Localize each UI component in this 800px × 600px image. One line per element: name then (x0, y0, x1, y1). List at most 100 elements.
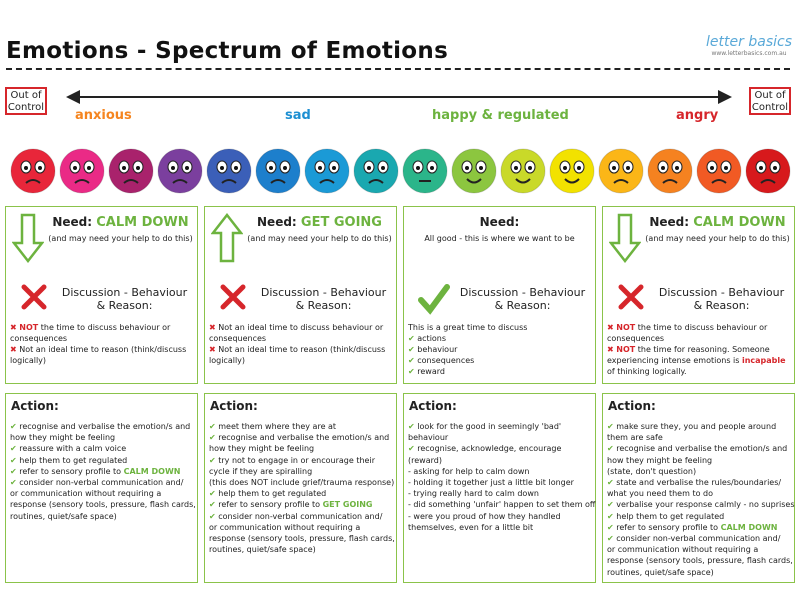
check-icon: ✔ (209, 433, 216, 443)
action-list: ✔ recognise and verbalise the emotion/s … (10, 421, 196, 522)
unhappy-face-icon (255, 148, 301, 194)
action-box-3: Action:✔ look for the good in seemingly … (403, 393, 596, 583)
discussion-line: ✖ NOT the time to discuss behaviour or (10, 323, 171, 332)
action-item: ✔ consider non-verbal communication and/ (10, 478, 184, 488)
action-item: response (sensory tools, pressure, flash… (10, 500, 196, 510)
action-item: response (sensory tools, pressure, flash… (607, 556, 793, 566)
brand-logo: letter basics www.letterbasics.com.au (706, 34, 792, 57)
action-item: ✔ consider non-verbal communication and/ (607, 534, 781, 544)
discussion-lines: This is a great time to discuss✔ actions… (408, 322, 591, 377)
emotion-label-angry: angry (676, 108, 719, 123)
action-item: behaviour (408, 433, 449, 443)
need-subtext: (and may need your help to do this) (247, 234, 392, 243)
cross-icon: ✖ (209, 323, 216, 332)
check-icon: ✔ (408, 345, 415, 354)
smile-face-icon (451, 148, 497, 194)
action-list: ✔ look for the good in seemingly 'bad' be… (408, 421, 596, 533)
need-box-1: Need: CALM DOWN(and may need your help t… (5, 206, 198, 384)
action-item: - were you proud of how they handled (408, 511, 561, 521)
check-icon: ✔ (10, 444, 17, 454)
action-item: ✔ try not to engage in or encourage thei… (209, 455, 375, 465)
check-icon: ✔ (408, 334, 415, 343)
action-item: (state, don't question) (607, 466, 697, 476)
action-item: routines, quiet/safe space) (607, 567, 714, 577)
tongue-face-icon (549, 148, 595, 194)
discussion-line: ✖ NOT the time to discuss behaviour or (607, 323, 768, 332)
check-icon: ✔ (408, 367, 415, 376)
cross-icon (618, 284, 644, 310)
action-item: ✔ refer to sensory profile to GET GOING (209, 500, 373, 510)
discussion-heading: Discussion - Behaviour& Reason: (459, 286, 586, 312)
discussion-lines: ✖ NOT the time to discuss behaviour or co… (10, 322, 193, 366)
action-item: ✔ recognise and verbalise the emotion/s … (607, 444, 788, 454)
discussion-line: ✔ consequences (408, 356, 475, 365)
action-item: ✔ refer to sensory profile to CALM DOWN (10, 466, 181, 476)
discussion-line: experiencing intense emotions is incapab… (607, 356, 786, 365)
check-icon: ✔ (408, 356, 415, 365)
check-icon: ✔ (10, 466, 17, 476)
confused-face-icon (206, 148, 252, 194)
check-icon: ✔ (607, 522, 614, 532)
ooc-right-line2: Control (751, 102, 789, 113)
arrow-down-icon (609, 213, 641, 263)
ooc-left-line2: Control (7, 102, 45, 113)
discussion-line: ✔ behaviour (408, 345, 458, 354)
cross-icon (21, 284, 47, 310)
sad-face-icon (108, 148, 154, 194)
action-item: ✔ make sure they, you and people around (607, 422, 777, 431)
action-item: routines, quiet/safe space) (10, 511, 117, 521)
check-icon: ✔ (607, 511, 614, 521)
discussion-line: logically) (209, 356, 246, 365)
action-box-1: Action:✔ recognise and verbalise the emo… (5, 393, 198, 583)
need-box-3: Need:All good - this is where we want to… (403, 206, 596, 384)
need-heading: Need: CALM DOWN (52, 215, 189, 230)
discussion-line: ✔ reward (408, 367, 445, 376)
arrow-down-icon (12, 213, 44, 263)
check-icon: ✔ (408, 422, 415, 431)
check-icon: ✔ (607, 478, 614, 488)
action-item: ✔ help them to get regulated (209, 489, 327, 499)
discussion-heading: Discussion - Behaviour& Reason: (61, 286, 188, 312)
action-item: (reward) (408, 455, 442, 465)
action-item: how they might be feeling (607, 455, 713, 465)
action-item: ✔ recognise, acknowledge, encourage (408, 444, 562, 454)
action-item: ✔ consider non-verbal communication and/ (209, 511, 383, 521)
arrow-up-icon (211, 213, 243, 263)
frown-face-icon (157, 148, 203, 194)
out-of-control-left: Out of Control (5, 87, 47, 115)
grumpy-face-icon (598, 148, 644, 194)
cross-icon: ✖ (607, 345, 614, 354)
need-subtext: All good - this is where we want to be (424, 234, 575, 243)
action-item: ✔ help them to get regulated (10, 455, 128, 465)
need-keyword: CALM DOWN (693, 215, 786, 230)
neutral-face-icon (402, 148, 448, 194)
cross-icon: ✖ (209, 345, 216, 354)
check-icon (418, 284, 450, 315)
action-item: how they might be feeling (10, 433, 116, 443)
action-item: - did something 'unfair' happen to set t… (408, 500, 596, 510)
emotion-label-happy: happy & regulated (432, 108, 569, 123)
action-item: ✔ look for the good in seemingly 'bad' (408, 422, 562, 431)
sad-face-icon (304, 148, 350, 194)
need-keyword: CALM DOWN (96, 215, 189, 230)
action-heading: Action: (608, 399, 656, 413)
furious-face-icon (745, 148, 791, 194)
crying-face-icon (696, 148, 742, 194)
discussion-line: consequences (10, 334, 68, 343)
need-heading: Need: GET GOING (257, 215, 382, 230)
check-icon: ✔ (209, 500, 216, 510)
check-icon: ✔ (209, 511, 216, 521)
discussion-heading: Discussion - Behaviour& Reason: (658, 286, 785, 312)
brand-url: www.letterbasics.com.au (711, 50, 787, 57)
action-item: or communication without requiring a (10, 489, 162, 499)
action-item: - holding it together just a little bit … (408, 478, 574, 488)
discussion-line: ✖ Not an ideal time to discuss behaviour… (209, 323, 384, 332)
out-of-control-right: Out of Control (749, 87, 791, 115)
action-list: ✔ meet them where they are at✔ recognise… (209, 421, 395, 555)
check-icon: ✔ (209, 455, 216, 465)
action-item: ✔ reassure with a calm voice (10, 444, 127, 454)
cross-icon (220, 284, 246, 310)
angry-face-icon (10, 148, 56, 194)
ooc-left-line1: Out of (10, 90, 42, 101)
